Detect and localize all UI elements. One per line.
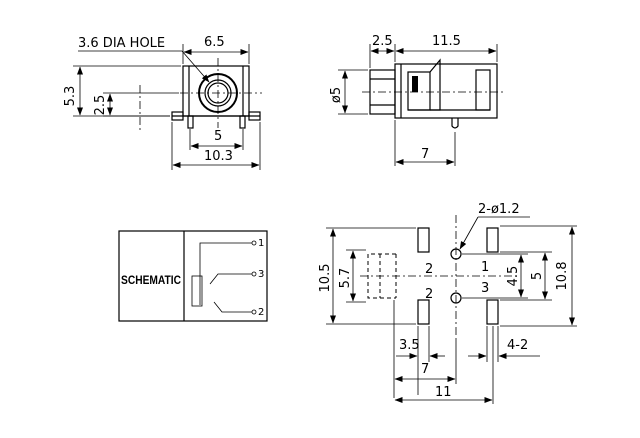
height-53-label: 5.3 — [63, 86, 78, 107]
side-contact-3 — [475, 69, 491, 111]
dim-35-label: 3.5 — [399, 338, 420, 353]
front-len-25-label: 2.5 — [372, 34, 393, 49]
dim-7-label: 7 — [421, 362, 429, 377]
schematic-pin1-dot — [251, 240, 257, 246]
dia-hole-leader — [181, 50, 210, 83]
schematic-sleeve-line — [199, 242, 252, 305]
pcb-footprint: 2-ø1.2 2 2 1 3 10.5 5.7 4.5 5 10.8 — [318, 202, 577, 404]
schematic-pin2-dot — [251, 309, 257, 315]
side-view: 2.5 11.5 ø5 7 — [329, 34, 504, 166]
spacing-5-label: 5 — [530, 272, 545, 280]
schematic-label: SCHEMATIC — [121, 273, 181, 287]
height-108-label: 10.8 — [555, 262, 570, 291]
hole-spec-leader — [459, 216, 479, 250]
schematic-frame — [118, 230, 268, 322]
side-pin — [451, 118, 459, 129]
schematic-tip-line — [209, 273, 252, 285]
height-105-label: 10.5 — [318, 264, 333, 293]
front-view: 3.6 DIA HOLE 6.5 5.3 2.5 5 10.3 — [63, 35, 262, 170]
front-pin-right — [239, 115, 246, 129]
schematic-contact — [191, 275, 203, 307]
pin-label-3: 3 — [481, 281, 489, 296]
base-width-103-label: 10.3 — [204, 149, 233, 164]
spacing-45-label: 4.5 — [506, 266, 521, 287]
diameter-label: ø5 — [329, 87, 344, 103]
side-contact-solid — [412, 76, 418, 92]
schematic: SCHEMATIC 1 3 2 — [118, 230, 268, 322]
schematic-pin3-dot — [251, 271, 257, 277]
schematic-ring-line — [213, 301, 252, 313]
pin-pos-7-label: 7 — [421, 147, 429, 162]
height-25-label: 2.5 — [93, 95, 108, 116]
side-contact-2 — [429, 58, 441, 111]
schematic-pin2-label: 2 — [258, 307, 264, 318]
side-body — [394, 63, 498, 119]
pad-label-2-top: 2 — [425, 262, 433, 277]
front-pin-left — [187, 115, 194, 129]
hole-spec-label: 2-ø1.2 — [478, 202, 520, 217]
side-contact-1 — [407, 71, 431, 111]
width-65-label: 6.5 — [204, 35, 225, 50]
pad-right-top — [486, 227, 499, 253]
pin-label-1: 1 — [481, 260, 489, 275]
pad-left-top — [417, 227, 430, 253]
height-57-label: 5.7 — [338, 268, 353, 289]
dia-hole-label: 3.6 DIA HOLE — [78, 36, 165, 51]
schematic-pin3-label: 3 — [258, 269, 264, 280]
pin-span-5-label: 5 — [214, 129, 222, 144]
pad-left-bottom — [417, 299, 430, 325]
dim-42-label: 4-2 — [507, 338, 528, 353]
schematic-pin1-label: 1 — [258, 238, 264, 249]
pad-label-2-bottom: 2 — [425, 287, 433, 302]
dim-11-label: 11 — [435, 385, 452, 400]
pad-right-bottom — [486, 299, 499, 325]
body-len-115-label: 11.5 — [432, 34, 461, 49]
